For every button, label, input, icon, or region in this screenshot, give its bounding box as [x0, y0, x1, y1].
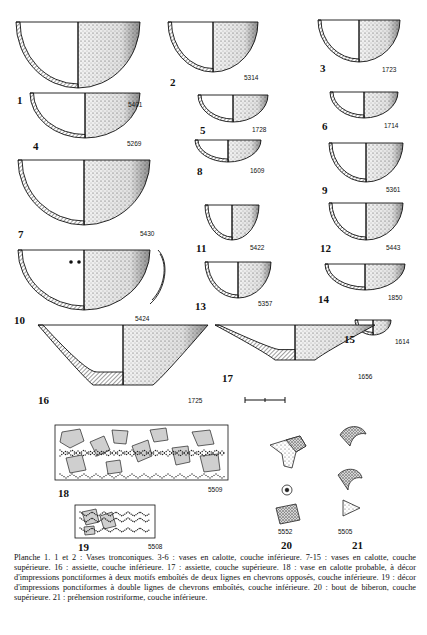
inventory-number: 1609: [250, 167, 264, 175]
figure-number: 21: [352, 539, 363, 551]
figure-number: 3: [320, 62, 326, 74]
spout-fragment-20: [270, 436, 306, 524]
figure-number: 7: [18, 228, 24, 240]
vessel-profile: [18, 250, 150, 310]
figure-number: 11: [196, 242, 206, 254]
inventory-number: 5424: [135, 315, 149, 323]
inventory-number: 5508: [148, 543, 162, 551]
vessel-profile: [329, 203, 403, 240]
figure-number: 4: [33, 140, 39, 152]
figure-number: 20: [281, 539, 292, 551]
figure-number: 14: [318, 293, 329, 305]
inventory-number: 1728: [252, 126, 266, 134]
vessel-profile: [330, 92, 398, 118]
figure-number: 15: [344, 333, 355, 345]
inventory-number: 1614: [395, 338, 409, 346]
vessel-profile: [168, 22, 258, 72]
figure-number: 17: [222, 372, 233, 384]
inventory-number: 5552: [278, 528, 292, 536]
inventory-number: 5401: [128, 101, 142, 109]
inventory-number: 5361: [386, 186, 400, 194]
vessel-profile: [329, 143, 403, 182]
inventory-number: 5357: [258, 300, 272, 308]
decor-sherd-19: [75, 505, 155, 538]
figure-number: 1: [17, 94, 23, 106]
vessel-profile: [318, 20, 400, 62]
figure-number: 6: [322, 120, 328, 132]
vessel-profile: [205, 262, 271, 298]
vessel-profile: [198, 95, 268, 122]
handle-fragment-21: [338, 427, 366, 516]
vessel-profile: [195, 140, 261, 162]
inventory-number: 5430: [140, 230, 154, 238]
side-profile: [150, 250, 165, 304]
figure-number: 5: [200, 124, 206, 136]
inventory-number: 1723: [382, 66, 396, 74]
vessel-profile: [38, 325, 208, 385]
figure-number: 2: [170, 76, 176, 88]
inventory-number: 1850: [388, 294, 402, 302]
figure-number: 16: [38, 394, 49, 406]
inventory-number: 5443: [386, 244, 400, 252]
vessel-profile: [18, 160, 150, 225]
inventory-number: 5509: [208, 486, 222, 494]
figure-number: 18: [58, 487, 69, 499]
figure-number: 12: [320, 242, 331, 254]
vessel-profile: [205, 205, 259, 240]
figure-number: 13: [195, 300, 206, 312]
inventory-number: 1656: [358, 373, 372, 381]
inventory-number: 5314: [244, 74, 258, 82]
vessel-profile: [325, 264, 405, 290]
plate-caption: Planche 1. 1 et 2 : Vases tronconiques. …: [14, 553, 416, 603]
decor-sherd-18: [55, 425, 228, 480]
inventory-number: 1714: [384, 122, 398, 130]
scale-bar: [245, 397, 285, 403]
figure-number: 19: [78, 541, 89, 553]
inventory-number: 1725: [188, 397, 202, 405]
inventory-number: 5505: [338, 528, 352, 536]
inventory-number: 5269: [127, 140, 141, 148]
vessel-profile: [16, 22, 140, 88]
figure-number: 10: [14, 314, 25, 326]
vessel-profile: [30, 93, 140, 138]
figure-number: 9: [322, 184, 328, 196]
inventory-number: 5422: [250, 244, 264, 252]
figure-number: 8: [197, 165, 203, 177]
vessel-profile: [215, 325, 375, 360]
